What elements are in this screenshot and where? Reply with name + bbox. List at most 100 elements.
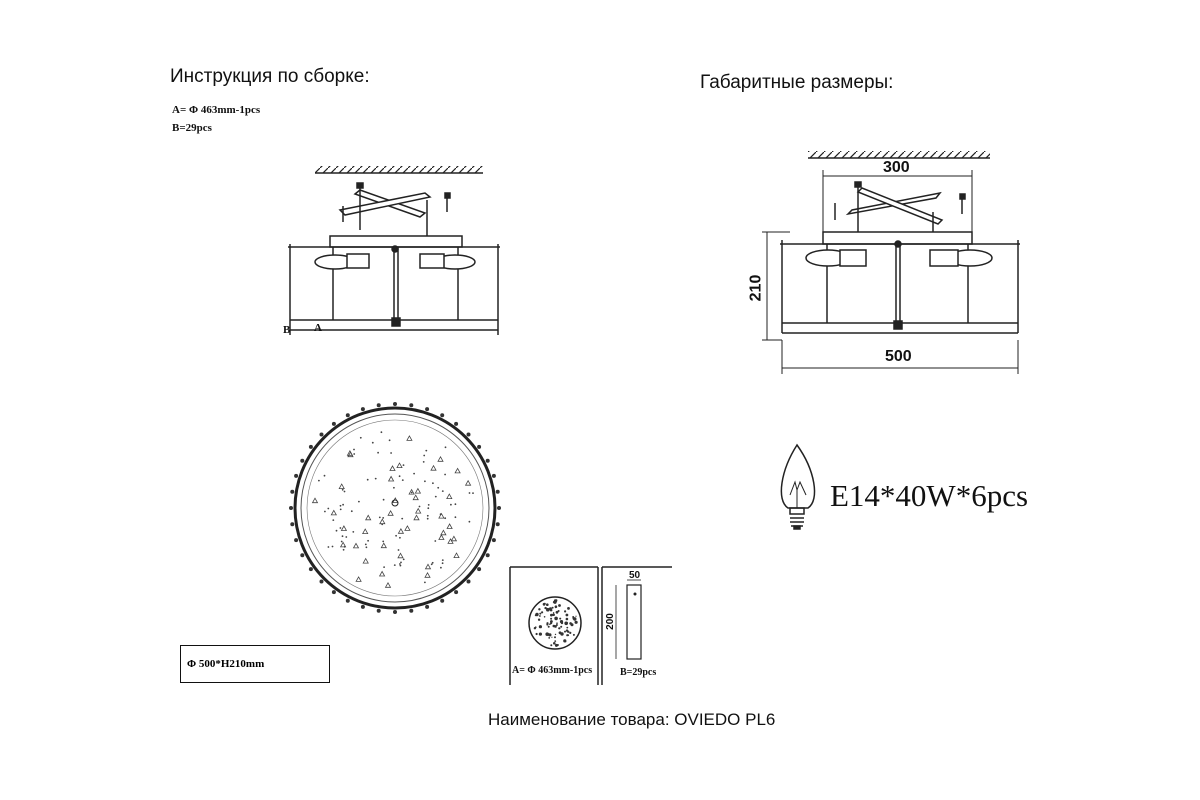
crystal-pendant — [425, 604, 430, 609]
crystal-mark — [440, 566, 442, 569]
crystal-mark — [380, 431, 383, 434]
assembly-side-view — [288, 166, 500, 335]
crystal-mark — [441, 562, 444, 565]
crystal-mark — [453, 552, 460, 558]
crystal-pendant — [376, 403, 381, 408]
part-a-mark — [545, 632, 549, 636]
top-view-circle — [289, 402, 501, 614]
mounting-bracket — [338, 182, 451, 237]
part-a-mark — [550, 613, 553, 617]
size-box: Φ 500*H210mm — [180, 645, 330, 683]
crystal-mark — [341, 535, 344, 538]
part-a-mark — [552, 613, 555, 616]
crystal-pendant — [331, 421, 336, 426]
part-a-mark — [565, 617, 569, 621]
crystal-mark — [393, 564, 396, 566]
crystal-pendant — [485, 553, 490, 558]
crystal-pendant — [497, 506, 501, 510]
crystal-mark — [434, 495, 437, 498]
crystal-mark — [454, 516, 457, 519]
crystal-mark — [355, 576, 362, 582]
crystal-pendant — [294, 473, 299, 478]
part-a-mark — [538, 608, 541, 611]
crystal-mark — [424, 571, 431, 578]
part-a-mark — [558, 604, 561, 607]
crystal-mark — [427, 507, 430, 510]
crystal-mark — [395, 534, 397, 537]
crystal-mark — [345, 536, 348, 538]
crystal-mark — [413, 472, 415, 475]
crystal-mark — [406, 435, 413, 441]
dimensions-heading: Габаритные размеры: — [700, 72, 894, 93]
crystal-mark — [339, 527, 342, 529]
crystal-pendant — [376, 608, 381, 613]
crystal-pendant — [308, 567, 313, 572]
crystal-pendant — [300, 553, 305, 558]
crystal-pendant — [290, 489, 295, 494]
part-a-mark — [565, 613, 569, 617]
crystal-pendant — [440, 413, 445, 418]
crystal-mark — [399, 564, 402, 567]
crystal-pendant — [360, 604, 365, 609]
crystal-pendant — [495, 522, 500, 527]
part-a-mark — [550, 644, 553, 647]
crystal-pendant — [393, 610, 397, 614]
crystal-pendant — [345, 598, 350, 603]
part-b-spec: B=29pcs — [172, 122, 212, 134]
part-a-mark — [567, 607, 570, 610]
bulb-spec: E14*40W*6pcs — [830, 478, 1029, 513]
crystal-pendant — [308, 444, 313, 449]
crystal-mark — [340, 540, 343, 543]
part-a-mark — [572, 633, 575, 636]
crystal-mark — [408, 488, 415, 495]
crystal-mark — [410, 491, 413, 494]
crystal-pendant — [466, 579, 471, 584]
crystal-mark — [397, 552, 404, 559]
bulb-icon — [780, 443, 816, 530]
part-a-mark — [552, 612, 555, 614]
crystal-mark — [441, 490, 444, 492]
part-a-mark — [554, 605, 558, 608]
crystal-mark — [390, 452, 392, 454]
part-a-mark — [537, 618, 541, 621]
crystal-mark — [352, 542, 360, 549]
crystal-pendant — [360, 407, 365, 412]
crystal-mark — [339, 504, 342, 507]
assembly-heading: Инструкция по сборке: — [170, 66, 370, 87]
crystal-mark — [342, 503, 344, 506]
crystal-pendant — [300, 458, 305, 463]
crystal-mark — [438, 534, 445, 540]
crystal-mark — [401, 479, 404, 481]
part-a-mark — [566, 622, 569, 624]
crystal-mark — [377, 451, 379, 454]
crystal-pendant — [454, 590, 459, 595]
part-a-mark — [556, 622, 558, 624]
crystal-pendant — [331, 590, 336, 595]
part-a-mark — [557, 610, 560, 612]
crystal-mark — [374, 477, 377, 480]
part-a-mark — [535, 632, 538, 636]
part-a-mark — [567, 630, 570, 633]
part-a-mark — [563, 639, 567, 643]
part-a-mark — [538, 632, 543, 636]
crystal-mark — [382, 517, 385, 519]
part-a-mark — [539, 615, 541, 617]
crystal-mark — [444, 517, 447, 520]
part-a-mark — [559, 627, 561, 629]
part-a-mark — [543, 616, 546, 618]
crystal-mark — [454, 503, 457, 506]
crystal-mark — [387, 475, 395, 482]
crystal-pendant — [495, 489, 500, 494]
part-a-mark — [564, 621, 568, 626]
crystal-mark — [380, 542, 387, 549]
crystal-mark — [323, 474, 326, 477]
crystal-pendants — [289, 402, 501, 614]
part-a-mark — [550, 620, 553, 623]
crystal-mark — [388, 439, 391, 442]
crystal-mark — [382, 498, 385, 501]
part-a-mark — [534, 626, 537, 629]
crystal-mark — [402, 558, 405, 561]
crystal-mark — [400, 561, 402, 564]
part-a-mark — [551, 636, 553, 638]
crystal-mark — [366, 478, 369, 481]
